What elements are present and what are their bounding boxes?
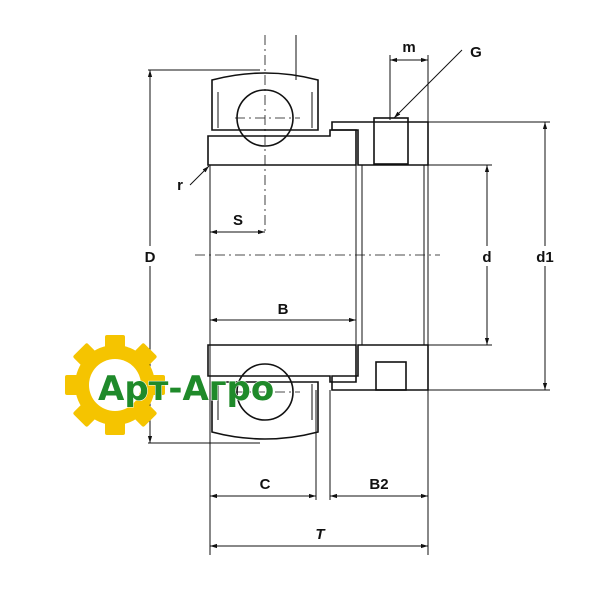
label-d: d	[482, 249, 491, 266]
label-G: G	[470, 44, 482, 61]
set-screw-top	[373, 117, 409, 165]
label-B: B	[278, 301, 289, 318]
label-B2: B2	[369, 476, 388, 493]
collar-bottom	[331, 344, 429, 391]
gear-icon	[65, 335, 165, 435]
set-screw-hole-bottom	[375, 361, 407, 391]
logo: Арт-Агро	[65, 335, 275, 435]
collar-top	[331, 121, 429, 166]
outer-ring-top	[211, 72, 319, 131]
label-r: r	[177, 177, 183, 194]
label-m: m	[402, 39, 415, 56]
label-C: C	[260, 476, 271, 493]
logo-text: Арт-Агро	[98, 369, 274, 409]
label-T: T	[315, 526, 326, 543]
label-D: D	[145, 249, 156, 266]
label-d1: d1	[536, 249, 554, 266]
label-S: S	[233, 212, 243, 229]
outer-ring-bottom	[211, 381, 319, 440]
inner-ring-top	[207, 129, 357, 166]
